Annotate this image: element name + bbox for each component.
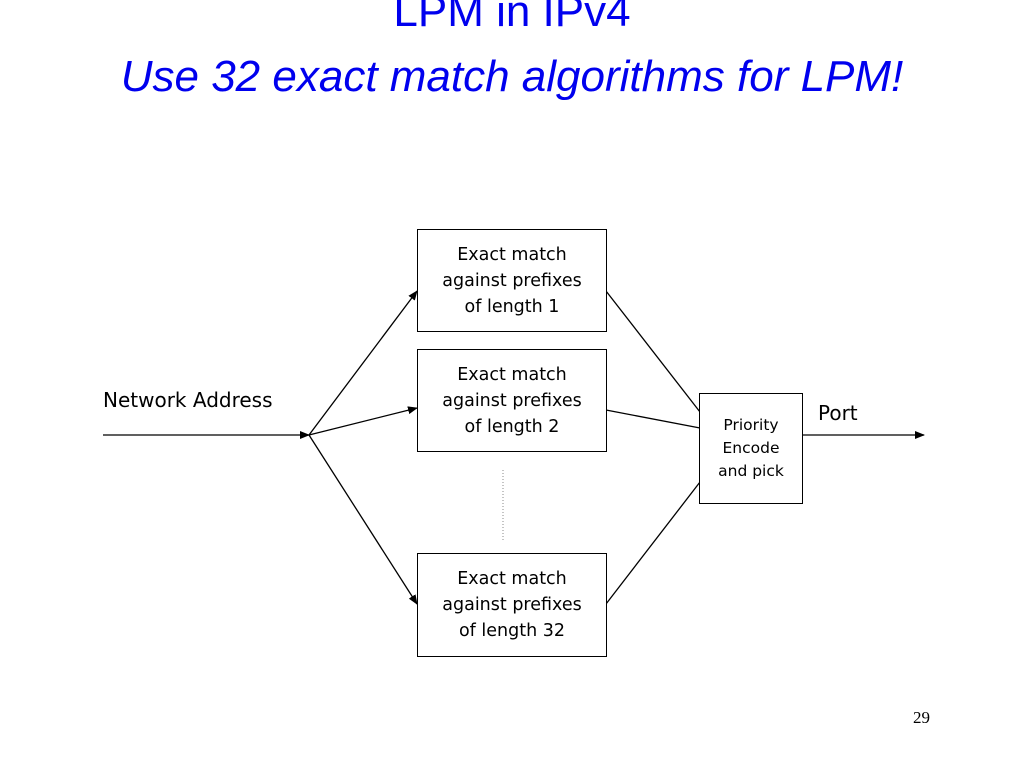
page-number: 29: [913, 708, 930, 727]
match-box-length-1: Exact match against prefixes of length 1: [417, 229, 607, 332]
slide-title: LPM in IPv4: [393, 0, 631, 36]
match-box-length-2: Exact match against prefixes of length 2: [417, 349, 607, 452]
match-box-length-32: Exact match against prefixes of length 3…: [417, 553, 607, 657]
merge-line-length-2: [605, 409, 701, 429]
match-box-length-32-text: Exact match against prefixes of length 3…: [442, 569, 582, 641]
priority-encode-text: Priority Encode and pick: [718, 416, 784, 480]
port-label: Port: [818, 401, 858, 425]
fan-out-arrow-length-2: [308, 406, 418, 436]
priority-encode-box: Priority Encode and pick: [699, 393, 803, 504]
network-address-label: Network Address: [103, 388, 273, 412]
slide-subtitle: Use 32 exact match algorithms for LPM!: [120, 52, 904, 101]
merge-line-length-32: [605, 481, 701, 605]
merge-line-length-1: [605, 290, 701, 413]
match-box-length-2-text: Exact match against prefixes of length 2: [442, 364, 582, 437]
match-box-length-1-text: Exact match against prefixes of length 1: [442, 244, 582, 317]
fan-out-arrow-length-1: [308, 290, 418, 436]
fan-out-arrow-length-32: [308, 434, 418, 605]
